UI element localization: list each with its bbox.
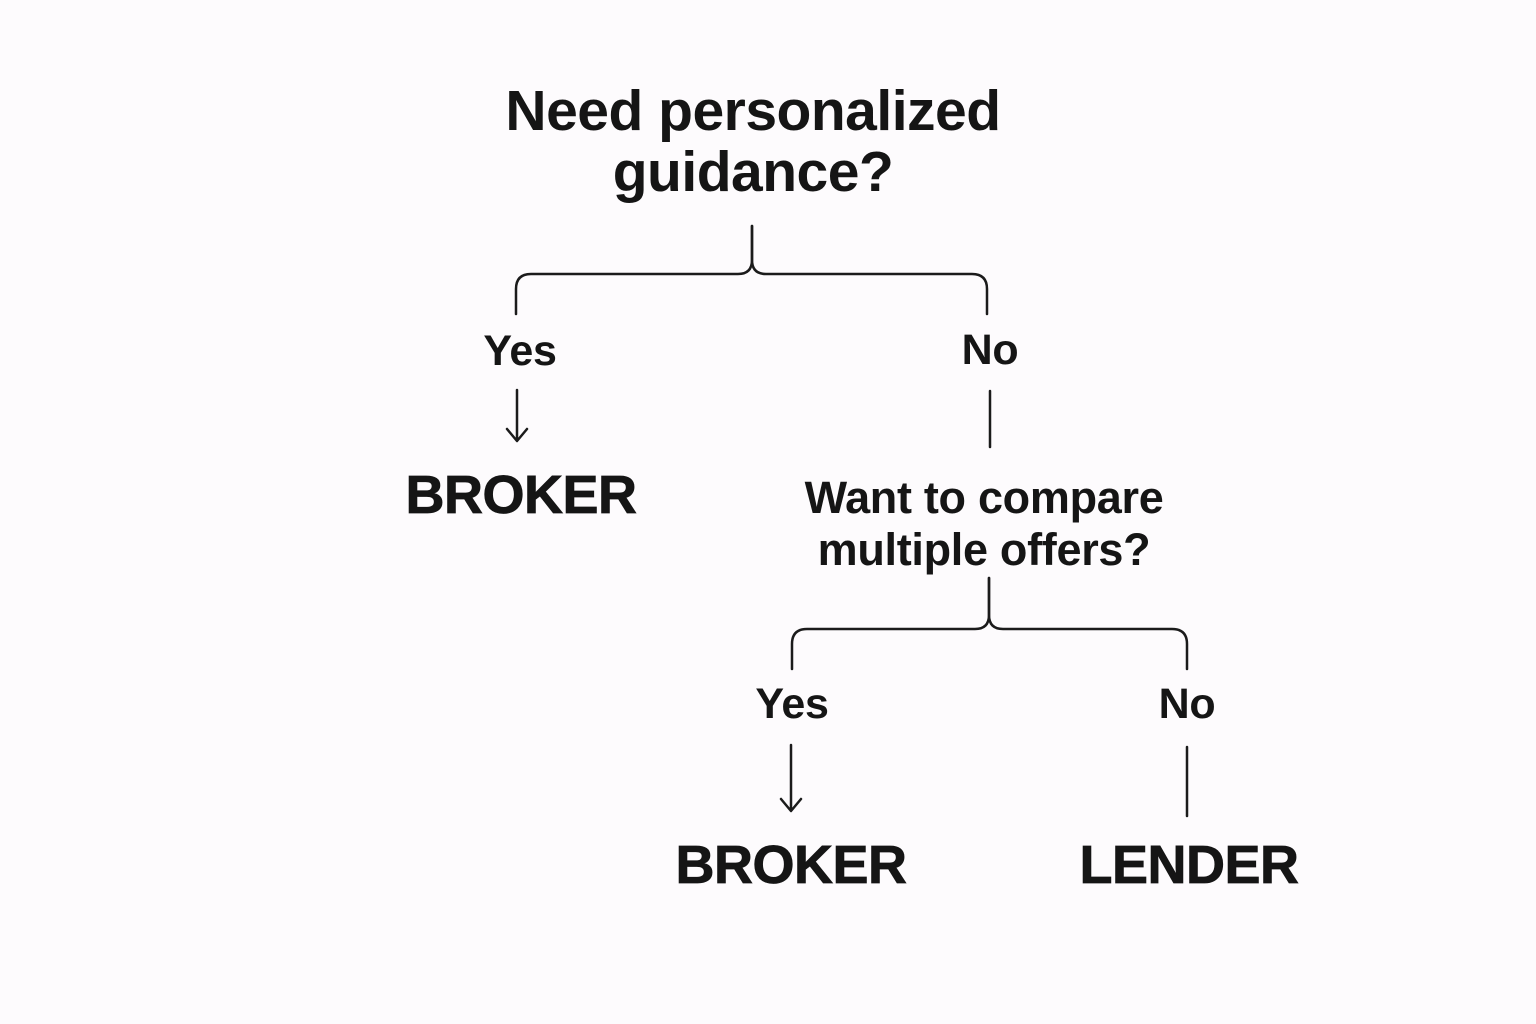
level1-yes-outcome: BROKER	[405, 465, 637, 525]
level2-no-label: No	[1158, 680, 1216, 728]
level2-yes-down-arrow-icon	[779, 743, 803, 813]
level1-fork-right-branch	[750, 224, 989, 316]
second-question-line1: Want to compare	[804, 472, 1164, 523]
root-question-line1: Need personalized	[505, 79, 1001, 143]
second-question: Want to compare multiple offers?	[805, 472, 1164, 576]
level2-yes-label: Yes	[755, 680, 829, 728]
level1-fork-left-branch	[514, 224, 754, 316]
root-question-line2: guidance?	[612, 140, 894, 204]
level1-yes-down-arrow-icon	[505, 388, 529, 443]
level2-yes-outcome: BROKER	[675, 835, 907, 895]
level1-yes-label: Yes	[483, 327, 557, 375]
root-question: Need personalized guidance?	[505, 79, 1001, 204]
level2-fork-right-branch	[987, 576, 1189, 671]
level2-no-outcome: LENDER	[1079, 835, 1299, 895]
level2-fork-left-branch	[790, 576, 991, 671]
level1-no-label: No	[961, 326, 1019, 374]
second-question-line2: multiple offers?	[817, 524, 1151, 575]
